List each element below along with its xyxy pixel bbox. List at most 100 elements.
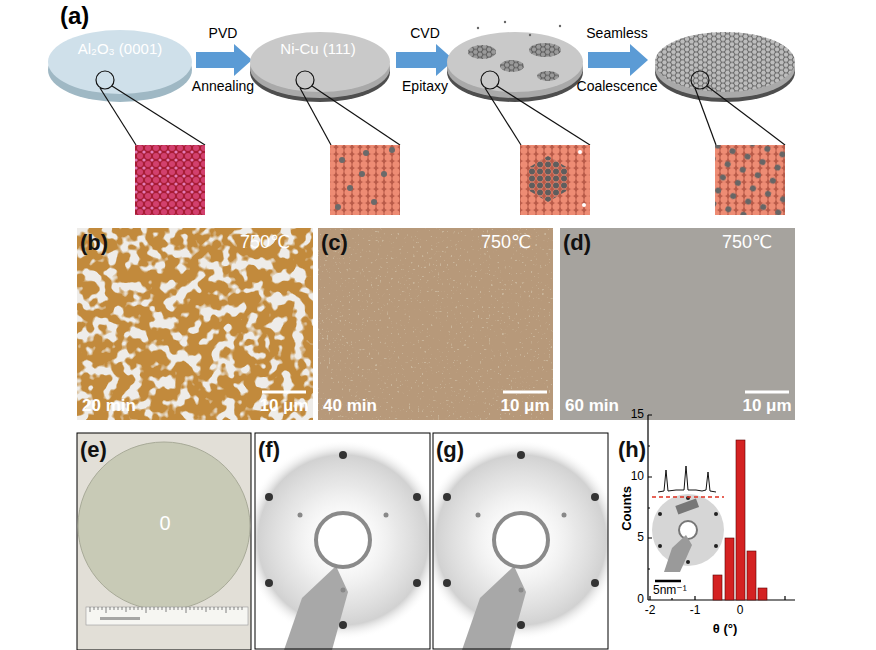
zoom-leader xyxy=(695,88,716,145)
process-label: Annealing xyxy=(192,78,254,94)
diffraction-pattern xyxy=(265,493,273,501)
diffraction-inset xyxy=(652,494,724,566)
panel-frame xyxy=(433,433,608,649)
process-label: Seamless xyxy=(586,25,647,41)
scale-label: 10 μm xyxy=(500,396,549,416)
histogram-bar xyxy=(747,551,756,600)
zoom-leader xyxy=(112,86,205,145)
tick-label: 0 xyxy=(737,604,744,618)
panel-label: (d) xyxy=(563,230,591,255)
film-disc xyxy=(250,32,390,92)
atomic-inset xyxy=(335,204,341,210)
diffraction-pattern xyxy=(255,433,430,650)
diffraction-inset xyxy=(658,512,662,516)
atomic-inset xyxy=(347,185,353,191)
nucleation-disc xyxy=(468,45,496,59)
panel-label: (g) xyxy=(436,437,464,462)
temperature-label: 750℃ xyxy=(240,232,290,253)
scale-label: 10 μm xyxy=(742,396,791,416)
micrograph xyxy=(77,228,795,420)
nucleation-disc xyxy=(447,32,583,92)
wafer-photo xyxy=(78,442,250,610)
histogram-bar xyxy=(725,538,734,600)
diffraction-pattern xyxy=(443,579,451,587)
tick-label: -2 xyxy=(645,604,656,618)
panel-label: (e) xyxy=(80,437,107,462)
panel-label: (f) xyxy=(258,437,280,462)
diffraction-inset xyxy=(658,544,662,548)
scale-bar xyxy=(655,580,681,583)
nucleation-disc xyxy=(537,71,559,81)
micrograph xyxy=(77,228,313,420)
profile-line xyxy=(652,496,724,498)
process-label: Coalescence xyxy=(577,78,658,94)
zoom-leader xyxy=(707,86,785,145)
zoom-leader xyxy=(497,86,590,145)
atomic-inset xyxy=(715,145,785,215)
wafer-photo xyxy=(77,433,251,650)
diffraction-pattern xyxy=(339,451,347,459)
wafer-mark: 0 xyxy=(159,512,170,535)
diffraction-pattern xyxy=(494,513,548,567)
intensity-profile xyxy=(658,466,716,492)
wafer-photo xyxy=(90,607,242,613)
diffraction-pattern xyxy=(284,566,348,650)
diffraction-inset xyxy=(675,498,699,514)
diffraction-pattern xyxy=(384,513,389,518)
diffraction-inset xyxy=(664,535,692,572)
atomic-inset xyxy=(135,145,205,215)
nucleation-disc xyxy=(468,45,496,59)
substrate-disc xyxy=(48,30,192,94)
diffraction-inset xyxy=(652,460,724,572)
nucleation-disc xyxy=(500,60,524,72)
diffraction-pattern xyxy=(433,433,608,650)
diffraction-pattern xyxy=(591,493,599,501)
panel-label: (a) xyxy=(60,2,89,30)
nucleation-disc xyxy=(559,25,561,27)
nucleation-disc xyxy=(529,43,561,57)
diffraction-pattern xyxy=(443,493,451,501)
diffraction-pattern xyxy=(517,451,525,459)
graphene-disc xyxy=(655,30,795,94)
tick-label: 15 xyxy=(631,408,644,422)
micrograph xyxy=(318,228,553,420)
diffraction-inset xyxy=(714,512,718,516)
diffraction-pattern xyxy=(517,621,525,629)
diffraction-inset xyxy=(686,560,690,564)
film-label: Ni-Cu (111) xyxy=(280,40,355,57)
diffraction-pattern xyxy=(339,621,347,629)
temperature-label: 750℃ xyxy=(722,232,772,253)
atomic-inset xyxy=(520,145,590,215)
process-arrow xyxy=(588,44,648,76)
zoom-leader xyxy=(296,71,314,89)
scale-label: 10 μm xyxy=(259,396,308,416)
histogram-bar xyxy=(736,440,745,600)
diffraction-inset xyxy=(679,521,697,539)
nucleation-disc xyxy=(529,43,561,57)
process-label: Epitaxy xyxy=(402,78,448,94)
histogram-bar xyxy=(713,575,722,600)
axis-title: θ (°) xyxy=(713,622,738,637)
zoom-leader xyxy=(100,88,136,145)
micrograph xyxy=(77,228,313,420)
diffraction-pattern xyxy=(562,513,567,518)
axis-title: Counts xyxy=(620,486,635,531)
process-arrow xyxy=(396,44,454,76)
zoom-leader xyxy=(312,86,400,145)
atomic-inset xyxy=(359,171,365,177)
panel-label: (b) xyxy=(80,230,108,255)
diffraction-pattern xyxy=(298,513,303,518)
diffraction-pattern xyxy=(591,579,599,587)
atomic-inset xyxy=(528,156,568,202)
atomic-inset xyxy=(389,147,395,153)
tick-label: 0 xyxy=(637,593,644,607)
wafer-photo xyxy=(86,607,248,625)
diffraction-inset xyxy=(714,544,718,548)
tick-label: 5 xyxy=(637,531,644,545)
nucleation-disc xyxy=(477,27,479,29)
diffraction-pattern xyxy=(316,513,370,567)
panel-label: (h) xyxy=(618,437,646,462)
nucleation-disc xyxy=(500,60,524,72)
atomic-inset xyxy=(381,171,387,177)
atomic-inset xyxy=(582,203,586,207)
